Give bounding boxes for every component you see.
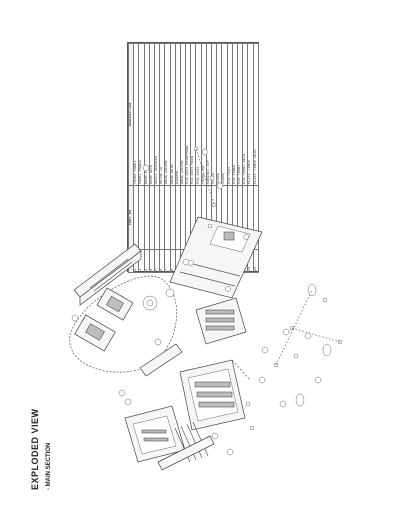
pcb-main-block	[195, 297, 247, 345]
front-bar	[73, 243, 142, 306]
lower-bars	[139, 343, 215, 471]
front-panel-oval	[69, 275, 177, 373]
mechanism-block	[124, 405, 186, 463]
callout-markers	[71, 148, 322, 456]
fasteners	[193, 146, 343, 431]
chassis-block	[179, 359, 251, 431]
cabinet-top-assembly	[169, 216, 263, 299]
